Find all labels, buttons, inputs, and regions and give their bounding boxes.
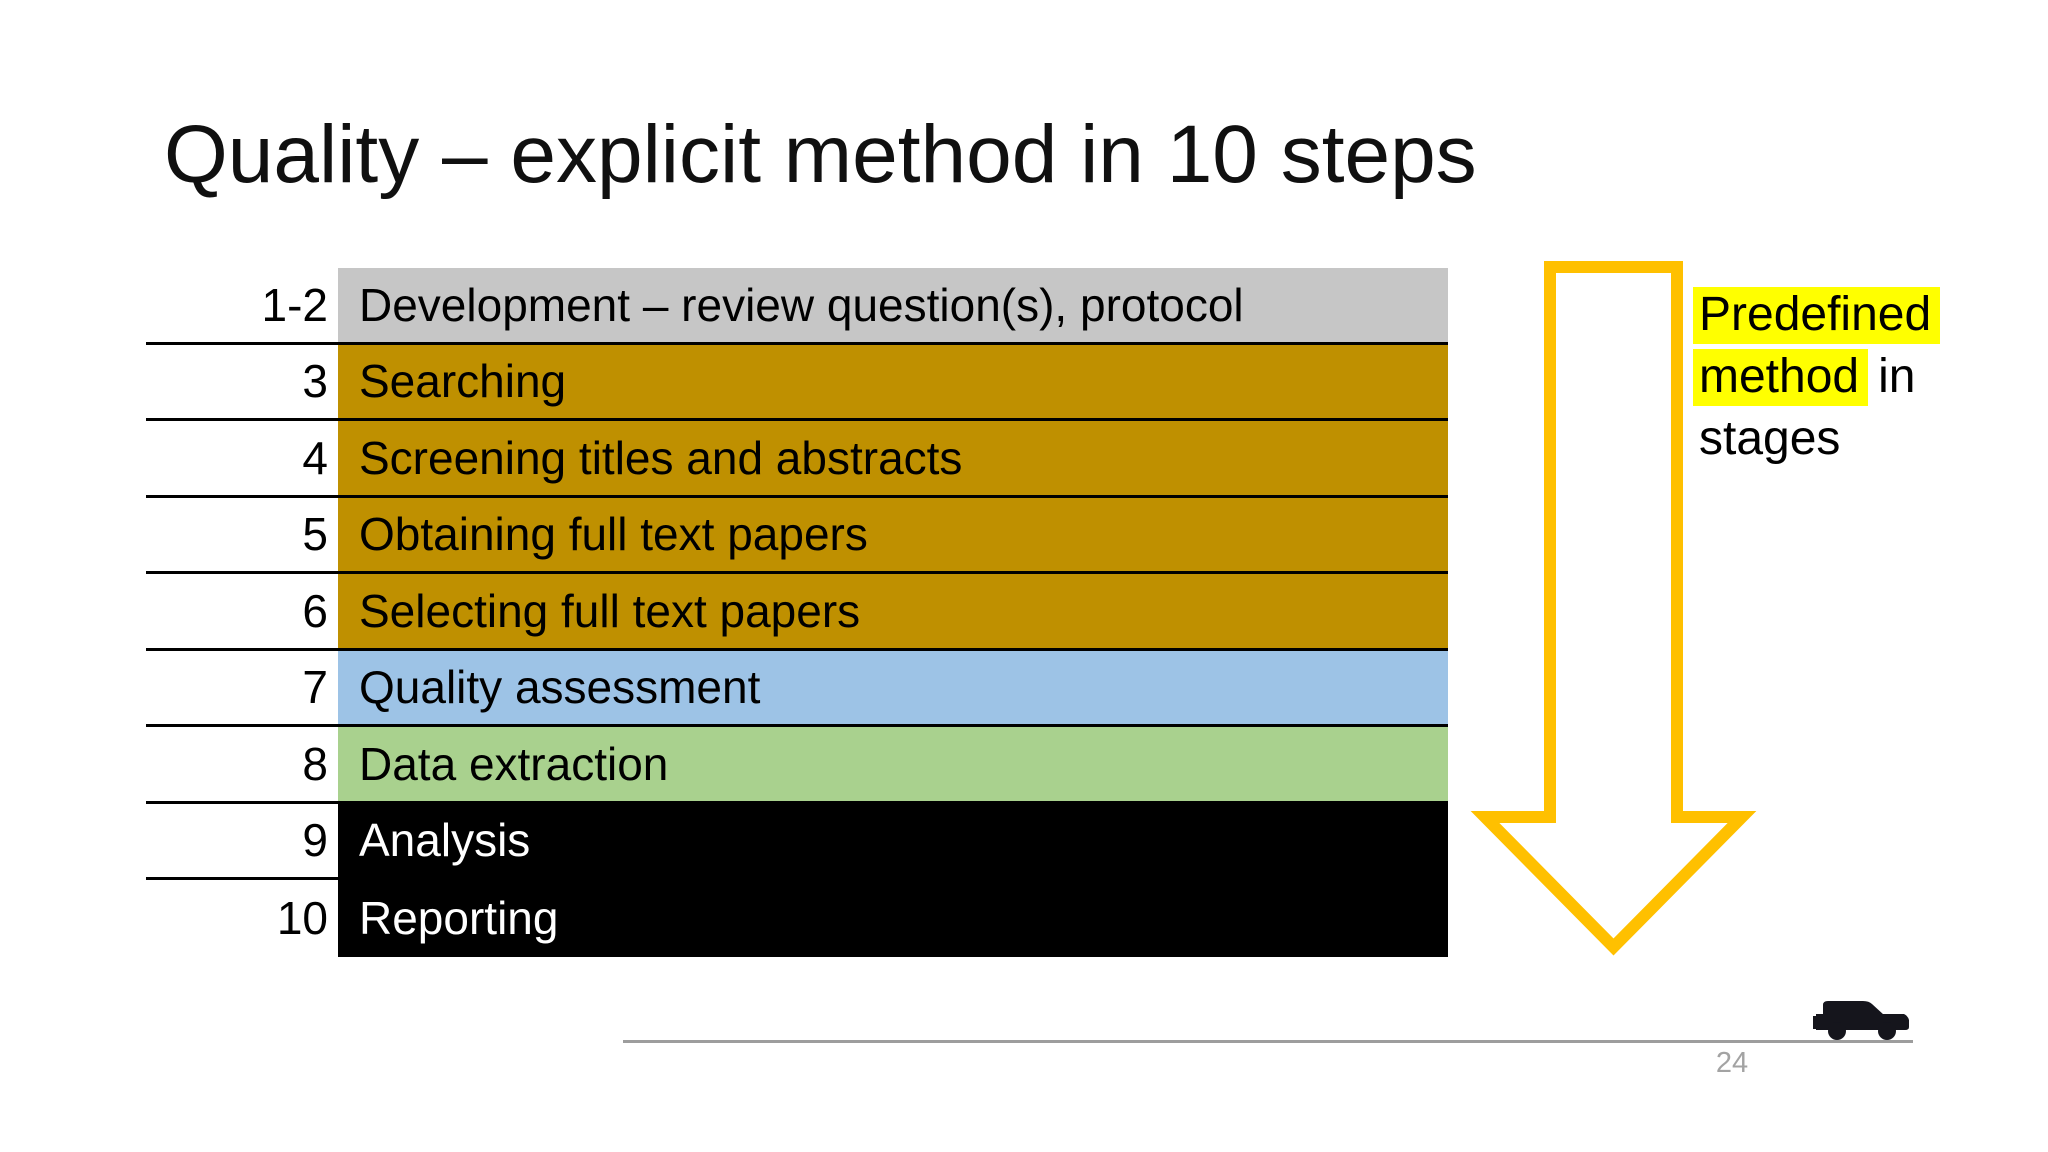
- step-number: 9: [146, 803, 338, 877]
- step-label: Development – review question(s), protoc…: [338, 268, 1448, 342]
- jeep-cabin-shape: [1823, 1001, 1884, 1015]
- jeep-rear-wheel: [1828, 1022, 1846, 1040]
- step-number: 6: [146, 574, 338, 648]
- step-number: 10: [146, 880, 338, 957]
- table-row: 7 Quality assessment: [146, 650, 1448, 727]
- highlighted-text-method: method: [1693, 349, 1869, 406]
- table-row: 3 Searching: [146, 344, 1448, 421]
- table-row: 10 Reporting: [146, 880, 1448, 957]
- step-number: 8: [146, 727, 338, 801]
- step-label: Screening titles and abstracts: [338, 421, 1448, 495]
- page-title: Quality – explicit method in 10 steps: [164, 109, 1477, 200]
- step-label: Quality assessment: [338, 650, 1448, 724]
- step-label: Analysis: [338, 803, 1448, 877]
- table-row: 6 Selecting full text papers: [146, 574, 1448, 651]
- side-note-text-stages: stages: [1699, 412, 1841, 465]
- step-label: Selecting full text papers: [338, 574, 1448, 648]
- jeep-rear-shape: [1813, 1016, 1818, 1029]
- page-number: 24: [1715, 1047, 1749, 1079]
- step-label: Obtaining full text papers: [338, 497, 1448, 571]
- step-number: 5: [146, 497, 338, 571]
- step-number: 7: [146, 650, 338, 724]
- steps-table: 1-2 Development – review question(s), pr…: [146, 268, 1448, 957]
- down-arrow-shape: [1470, 261, 1757, 956]
- step-label: Data extraction: [338, 727, 1448, 801]
- side-note-line1: Predefined: [1693, 284, 2023, 346]
- step-number: 4: [146, 421, 338, 495]
- highlighted-text-predefined: Predefined: [1693, 287, 1941, 344]
- table-row: 5 Obtaining full text papers: [146, 497, 1448, 574]
- jeep-front-wheel: [1878, 1022, 1896, 1040]
- step-label: Reporting: [338, 880, 1448, 957]
- down-arrow-icon: [1470, 261, 1757, 956]
- step-label: Searching: [338, 344, 1448, 418]
- jeep-icon: [1813, 1001, 1909, 1040]
- table-row: 1-2 Development – review question(s), pr…: [146, 268, 1448, 345]
- footer-divider-line: [623, 1040, 1913, 1043]
- side-note-text-in: in: [1878, 350, 1916, 403]
- table-row: 9 Analysis: [146, 803, 1448, 880]
- table-row: 4 Screening titles and abstracts: [146, 421, 1448, 498]
- step-number: 1-2: [146, 268, 338, 342]
- step-number: 3: [146, 344, 338, 418]
- table-row: 8 Data extraction: [146, 727, 1448, 804]
